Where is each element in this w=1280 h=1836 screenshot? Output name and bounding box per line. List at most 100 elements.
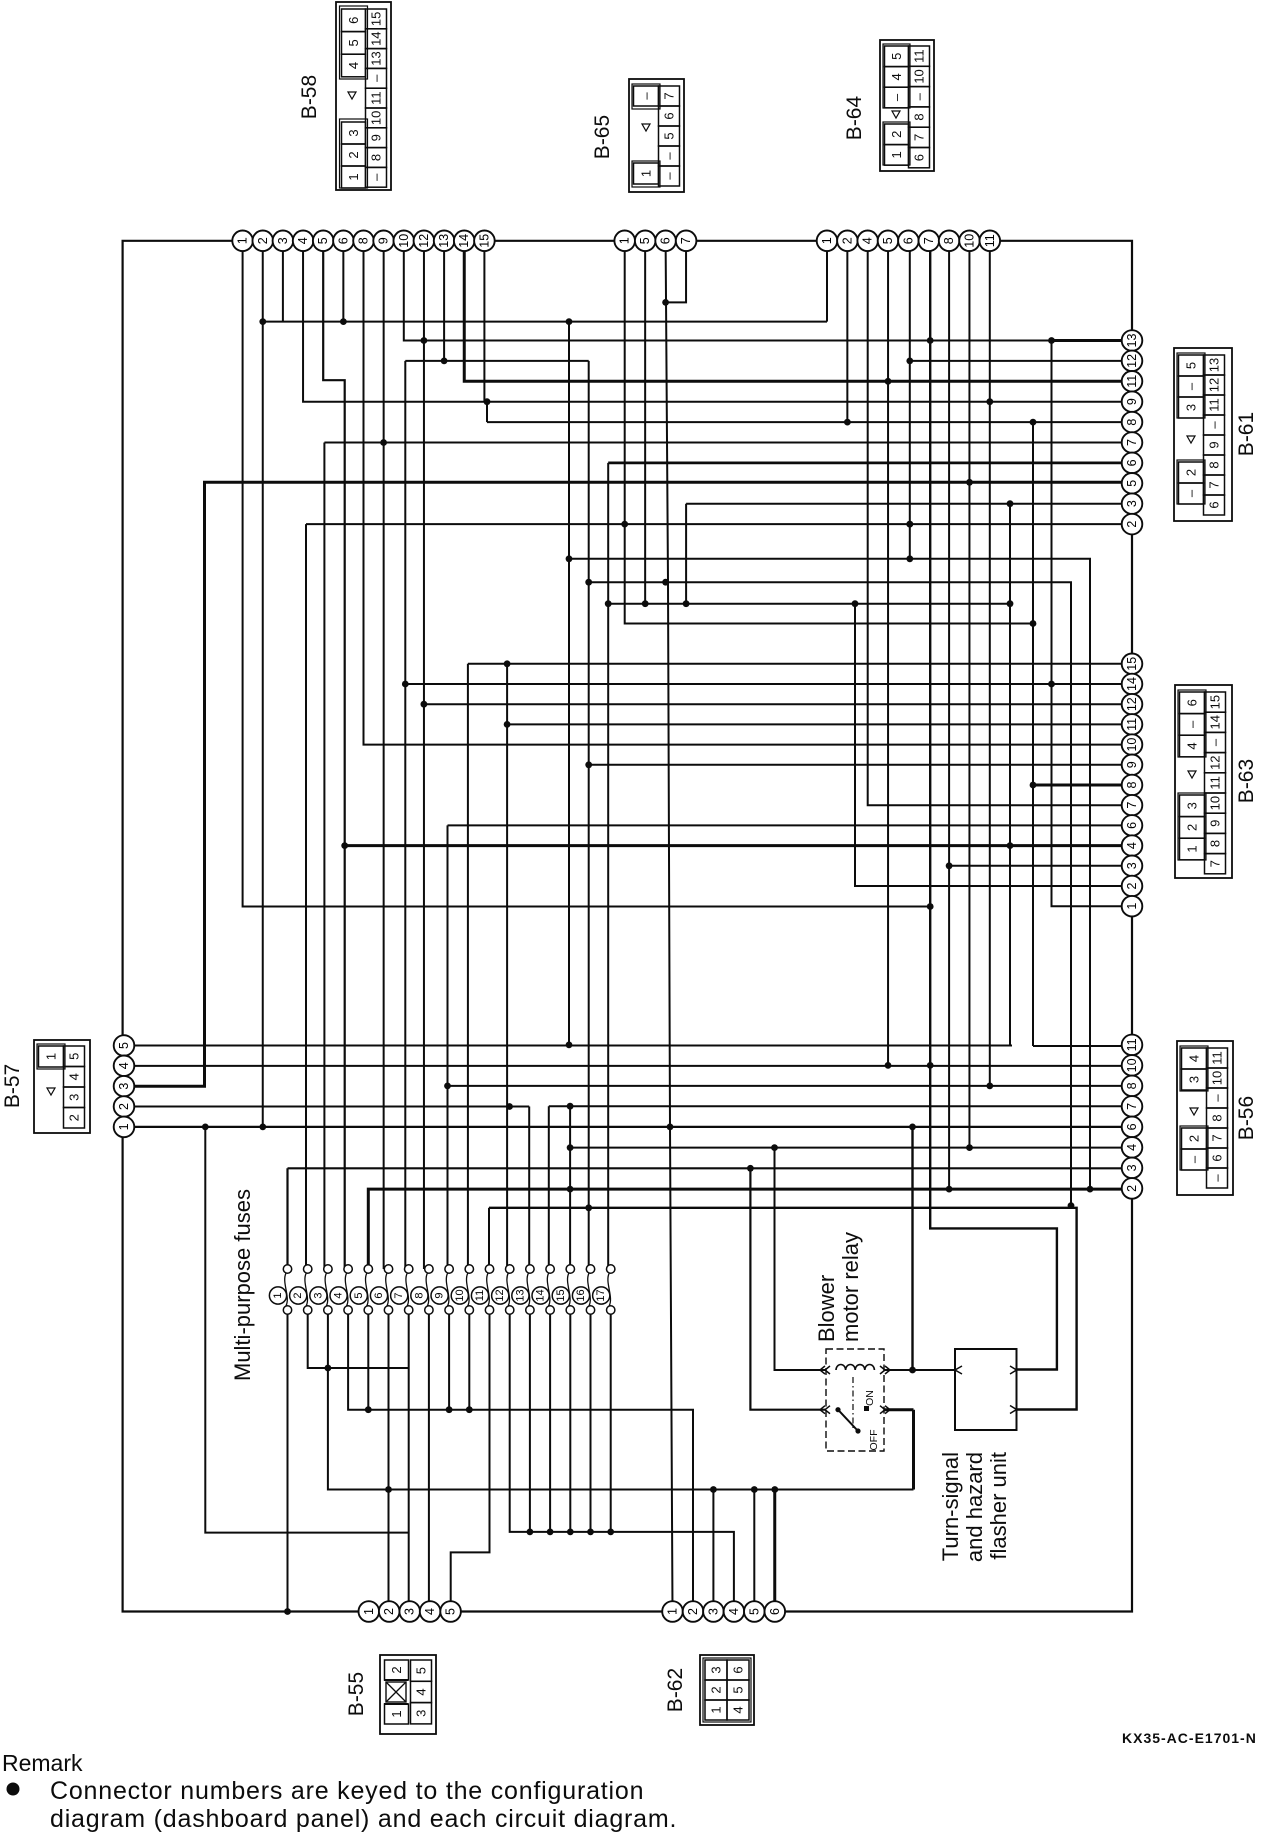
svg-text:5: 5	[67, 1053, 82, 1060]
svg-text:7: 7	[1125, 1103, 1139, 1110]
svg-text:17: 17	[595, 1289, 607, 1301]
svg-text:3: 3	[1185, 802, 1200, 809]
svg-text:5: 5	[747, 1608, 761, 1615]
svg-text:8: 8	[1125, 1082, 1139, 1089]
svg-text:1: 1	[44, 1053, 59, 1060]
svg-text:4: 4	[67, 1073, 82, 1080]
svg-text:14: 14	[369, 31, 384, 45]
svg-text:11: 11	[1125, 1038, 1139, 1051]
svg-text:2: 2	[1184, 469, 1199, 476]
svg-text:2: 2	[840, 237, 854, 244]
svg-text:3: 3	[706, 1608, 720, 1615]
svg-text:–: –	[662, 152, 677, 160]
svg-text:ON: ON	[864, 1390, 876, 1406]
svg-text:3: 3	[709, 1666, 724, 1673]
svg-text:1: 1	[618, 237, 632, 244]
svg-text:11: 11	[1125, 375, 1139, 388]
svg-text:–: –	[1184, 382, 1199, 390]
svg-text:11: 11	[983, 234, 997, 247]
svg-text:8: 8	[1208, 840, 1223, 847]
svg-text:8: 8	[1125, 419, 1139, 426]
svg-text:3: 3	[1125, 1164, 1139, 1171]
svg-text:4: 4	[346, 62, 361, 69]
svg-text:8: 8	[942, 237, 956, 244]
svg-text:B-61: B-61	[1235, 412, 1258, 456]
svg-text:6: 6	[659, 237, 673, 244]
svg-text:–: –	[639, 92, 654, 100]
svg-text:3: 3	[67, 1094, 82, 1101]
svg-text:15: 15	[555, 1289, 567, 1301]
svg-text:1: 1	[1125, 903, 1139, 910]
svg-text:6: 6	[731, 1666, 746, 1673]
svg-text:11: 11	[1210, 1051, 1225, 1065]
svg-text:13: 13	[369, 51, 384, 65]
svg-text:2: 2	[382, 1608, 396, 1615]
svg-text:1: 1	[820, 237, 834, 244]
svg-text:10: 10	[1208, 796, 1223, 810]
svg-text:15: 15	[1208, 695, 1223, 709]
svg-text:6: 6	[768, 1608, 782, 1615]
svg-text:9: 9	[1125, 398, 1139, 405]
svg-text:10: 10	[454, 1289, 466, 1301]
svg-text:7: 7	[912, 134, 927, 141]
svg-text:2: 2	[117, 1103, 131, 1110]
svg-text:3: 3	[117, 1083, 131, 1090]
svg-text:11: 11	[369, 91, 384, 105]
svg-text:–: –	[1210, 1174, 1225, 1182]
svg-text:1: 1	[709, 1706, 724, 1713]
svg-text:9: 9	[1125, 761, 1139, 768]
svg-text:11: 11	[1207, 398, 1222, 412]
svg-text:–: –	[1184, 489, 1199, 497]
svg-text:Multi-purpose fuses: Multi-purpose fuses	[230, 1189, 255, 1381]
svg-text:–: –	[1185, 720, 1200, 728]
svg-text:7: 7	[679, 237, 693, 244]
svg-text:4: 4	[889, 73, 904, 80]
svg-text:KX35-AC-E1701-N: KX35-AC-E1701-N	[1122, 1730, 1257, 1746]
svg-text:10: 10	[963, 234, 977, 248]
svg-text:5: 5	[444, 1608, 458, 1615]
svg-text:5: 5	[889, 53, 904, 60]
svg-text:5: 5	[316, 237, 330, 244]
svg-text:Blower: Blower	[814, 1275, 839, 1342]
svg-text:Remark: Remark	[2, 1750, 83, 1776]
svg-text:2: 2	[1125, 1185, 1139, 1192]
svg-text:3: 3	[346, 129, 361, 136]
svg-text:8: 8	[912, 113, 927, 120]
svg-text:Connector numbers are keyed to: Connector numbers are keyed to the confi…	[50, 1777, 644, 1805]
svg-text:8: 8	[1207, 461, 1222, 468]
svg-text:5: 5	[881, 237, 895, 244]
svg-text:B-57: B-57	[1, 1064, 24, 1108]
svg-text:diagram (dashboard panel) and: diagram (dashboard panel) and each circu…	[50, 1805, 677, 1833]
svg-text:1: 1	[362, 1608, 376, 1615]
svg-text:10: 10	[1125, 1058, 1139, 1072]
svg-text:10: 10	[369, 111, 384, 125]
svg-text:3: 3	[414, 1710, 429, 1717]
svg-text:Turn-signal: Turn-signal	[938, 1452, 963, 1561]
svg-text:9: 9	[1207, 441, 1222, 448]
svg-text:8: 8	[413, 1292, 425, 1298]
svg-text:9: 9	[377, 237, 391, 244]
svg-text:11: 11	[912, 49, 927, 63]
svg-text:3: 3	[1125, 862, 1139, 869]
svg-text:9: 9	[1208, 820, 1223, 827]
svg-text:7: 7	[393, 1292, 405, 1298]
svg-text:2: 2	[67, 1114, 82, 1121]
svg-text:4: 4	[731, 1706, 746, 1713]
svg-text:OFF: OFF	[868, 1430, 880, 1451]
svg-text:–: –	[889, 93, 904, 101]
svg-text:2: 2	[1185, 824, 1200, 831]
svg-text:1: 1	[1185, 845, 1200, 852]
svg-text:13: 13	[1207, 358, 1222, 372]
svg-text:8: 8	[1210, 1114, 1225, 1121]
svg-text:6: 6	[1125, 822, 1139, 829]
svg-text:–: –	[1210, 1094, 1225, 1102]
svg-text:B-58: B-58	[298, 75, 321, 119]
svg-text:4: 4	[1125, 1144, 1139, 1151]
svg-text:12: 12	[1207, 378, 1222, 392]
svg-text:9: 9	[434, 1292, 446, 1298]
svg-text:12: 12	[1125, 354, 1139, 368]
svg-text:6: 6	[662, 112, 677, 119]
svg-text:5: 5	[662, 132, 677, 139]
svg-text:5: 5	[346, 39, 361, 46]
svg-text:12: 12	[494, 1289, 506, 1301]
